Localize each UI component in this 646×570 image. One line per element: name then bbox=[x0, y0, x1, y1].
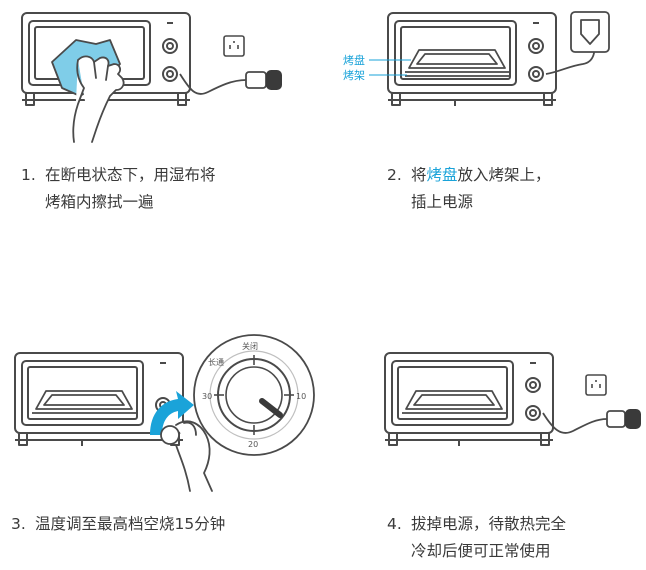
tray-icon bbox=[405, 49, 509, 77]
plug-icon bbox=[606, 409, 641, 429]
step-1-text: 1. 在断电状态下，用湿布将 烤箱内擦拭一遍 bbox=[21, 162, 216, 216]
step-highlight: 烤盘 bbox=[426, 166, 458, 184]
dial-always-on-label: 长通 bbox=[208, 357, 224, 367]
tray-icon bbox=[402, 390, 506, 414]
plug-icon bbox=[245, 70, 282, 90]
dial-icon: 关闭 长通 10 20 30 bbox=[193, 334, 315, 456]
dial-20-label: 20 bbox=[248, 440, 258, 449]
step-line: 温度调至最高档空烧15分钟 bbox=[35, 515, 226, 533]
step-2-illustration: 烤盘 烤架 bbox=[343, 11, 610, 106]
step-line-post: 放入烤架上， bbox=[457, 166, 551, 184]
step-1-panel: 1. 在断电状态下，用湿布将 烤箱内擦拭一遍 bbox=[0, 0, 323, 285]
step-3-text: 3. 温度调至最高档空烧15分钟 bbox=[11, 511, 225, 538]
step-number: 3. bbox=[11, 515, 26, 533]
outlet-icon bbox=[585, 374, 607, 396]
step-1-illustration bbox=[21, 12, 282, 143]
tray-rack-labels: 烤盘 烤架 bbox=[343, 53, 411, 82]
tray-icon bbox=[32, 390, 136, 414]
step-3-panel: 关闭 长通 10 20 30 3. 温度调至最高档空烧15分钟 bbox=[0, 285, 323, 570]
dial-off-label: 关闭 bbox=[242, 341, 258, 351]
step-4-panel: 4. 拔掉电源，待散热完全 冷却后便可正常使用 bbox=[323, 285, 646, 570]
step-line: 烤箱内擦拭一遍 bbox=[45, 193, 154, 211]
step-line: 在断电状态下，用湿布将 bbox=[45, 166, 216, 184]
step-number: 2. bbox=[387, 166, 402, 184]
outlet-icon bbox=[570, 11, 610, 53]
step-2-panel: 烤盘 烤架 2.将烤盘放入烤架上， 插上电源 bbox=[323, 0, 646, 285]
step-number: 4. bbox=[387, 515, 402, 533]
arrow-icon bbox=[150, 391, 194, 435]
step-line: 冷却后便可正常使用 bbox=[411, 542, 551, 560]
step-line-pre: 将 bbox=[411, 166, 427, 184]
step-line: 插上电源 bbox=[411, 193, 474, 211]
dial-10-label: 10 bbox=[296, 392, 306, 401]
outlet-icon bbox=[223, 35, 245, 57]
rack-label: 烤架 bbox=[343, 68, 365, 82]
dial-30-label: 30 bbox=[202, 392, 212, 401]
hand-icon bbox=[72, 55, 125, 143]
step-3-illustration: 关闭 长通 10 20 30 bbox=[14, 334, 315, 492]
step-4-text: 4. 拔掉电源，待散热完全 冷却后便可正常使用 bbox=[387, 511, 566, 565]
hand-icon bbox=[160, 420, 213, 492]
step-2-text: 2. 将烤盘放入烤架上， 插上电源 bbox=[387, 162, 551, 216]
step-line: 拔掉电源，待散热完全 bbox=[411, 515, 567, 533]
tray-label: 烤盘 bbox=[343, 53, 365, 67]
step-number: 1. bbox=[21, 166, 36, 184]
plug-icon bbox=[580, 19, 600, 45]
step-4-illustration bbox=[384, 352, 641, 446]
